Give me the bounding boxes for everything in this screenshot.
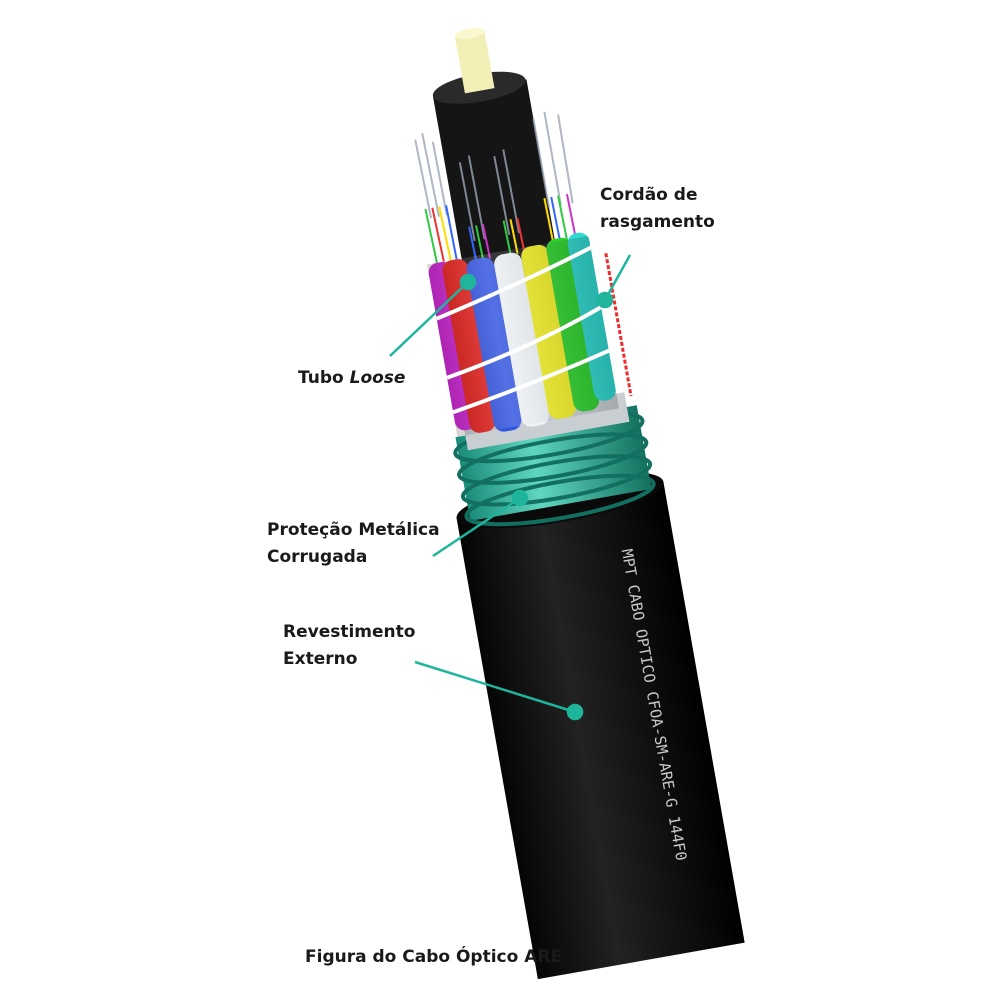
loose-tubes <box>427 232 619 437</box>
ripcord <box>604 253 633 397</box>
figure-caption: Figura do Cabo Óptico ARE <box>305 947 563 967</box>
leader-lines <box>389 254 632 721</box>
loose-tube-label-italic: Loose <box>349 368 406 388</box>
ripcord-label-line1: Cordão de <box>600 185 698 205</box>
jacket-label: Revestimento Externo <box>283 619 415 673</box>
ripcord-label-line2: rasgamento <box>600 212 715 232</box>
jacket-label-line1: Revestimento <box>283 622 416 642</box>
loose-tube-label: Tubo Loose <box>298 365 405 392</box>
armor-label-line1: Proteção Metálica <box>267 520 440 540</box>
loose-tube-label-word: Tubo <box>298 368 344 388</box>
central-strength-member <box>432 28 562 293</box>
armor-label: Proteção Metálica Corrugada <box>267 517 440 571</box>
outer-jacket <box>456 471 745 980</box>
optical-fibers <box>414 111 577 263</box>
ripcord-label: Cordão de rasgamento <box>600 182 715 236</box>
jacket-label-line2: Externo <box>283 649 358 669</box>
armor-label-line2: Corrugada <box>267 547 368 567</box>
